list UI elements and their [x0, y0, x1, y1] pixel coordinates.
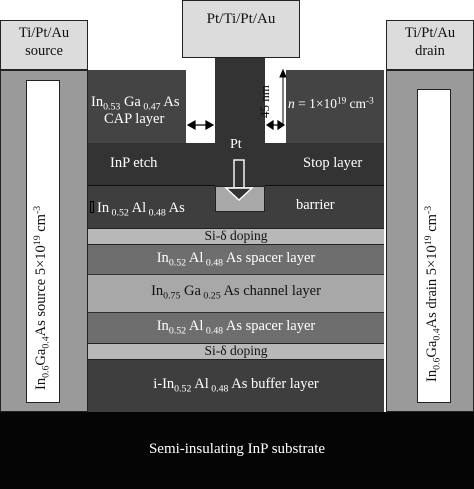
- drain-label-strip: [417, 89, 451, 403]
- drain-contact: [386, 20, 474, 70]
- source-label-strip: [26, 80, 60, 403]
- buffer-layer: [88, 360, 384, 412]
- substrate-layer: [0, 412, 474, 489]
- barrier-right-label: barrier: [296, 197, 335, 213]
- barrier-left-label: In 0.52 Al 0.48 As: [97, 200, 185, 219]
- cap-layer-name: CAP layer: [104, 111, 165, 127]
- buffer-layer-label: i-In0.52 Al 0.48 As buffer layer: [153, 376, 319, 395]
- gap-arrow-left: [186, 119, 215, 131]
- source-contact: [0, 20, 88, 70]
- dimension-45nm-line: [279, 68, 287, 124]
- gate-contact-label: Pt/Ti/Pt/Au: [206, 11, 276, 27]
- pt-diffusion-arrow: [224, 159, 254, 201]
- gate-stem: [215, 58, 265, 186]
- dimension-45nm-label: 45 nm: [257, 85, 272, 118]
- cap-layer-left: [88, 70, 186, 143]
- spacer-top-layer: [88, 245, 384, 274]
- delta-doping-top-label: Si-δ doping: [204, 228, 268, 243]
- etch-stop-right-label: Stop layer: [303, 155, 363, 171]
- cap-layer-right: [286, 70, 384, 143]
- gap-arrow-right: [265, 119, 286, 131]
- channel-label: In0.75 Ga 0.25 As channel layer: [151, 283, 321, 302]
- substrate-label: Semi-insulating InP substrate: [148, 441, 326, 457]
- doping-concentration-label: n = 1×1019 cm-3: [288, 95, 374, 111]
- channel-layer: [88, 274, 384, 313]
- drain-contact-label-1: Ti/Pt/Au: [404, 25, 456, 41]
- source-contact-label-1: Ti/Pt/Au: [18, 25, 70, 41]
- spacer-top-label: In0.52 Al 0.48 As spacer layer: [156, 250, 316, 269]
- drain-contact-label-2: drain: [415, 43, 445, 59]
- source-contact-label-2: source: [25, 43, 63, 59]
- etch-stop-left-label: InP etch: [110, 155, 158, 171]
- delta-doping-top: [88, 228, 384, 245]
- barrier-marker: [90, 201, 94, 213]
- gate-contact: [182, 0, 300, 58]
- cap-layer-label: In0.53 Ga 0.47 As: [91, 94, 180, 113]
- spacer-bottom-label: In0.52 Al 0.48 As spacer layer: [156, 318, 316, 337]
- pt-label: Pt: [230, 137, 242, 152]
- delta-doping-bottom: [88, 343, 384, 360]
- spacer-bottom-layer: [88, 313, 384, 343]
- delta-doping-bottom-label: Si-δ doping: [204, 343, 268, 358]
